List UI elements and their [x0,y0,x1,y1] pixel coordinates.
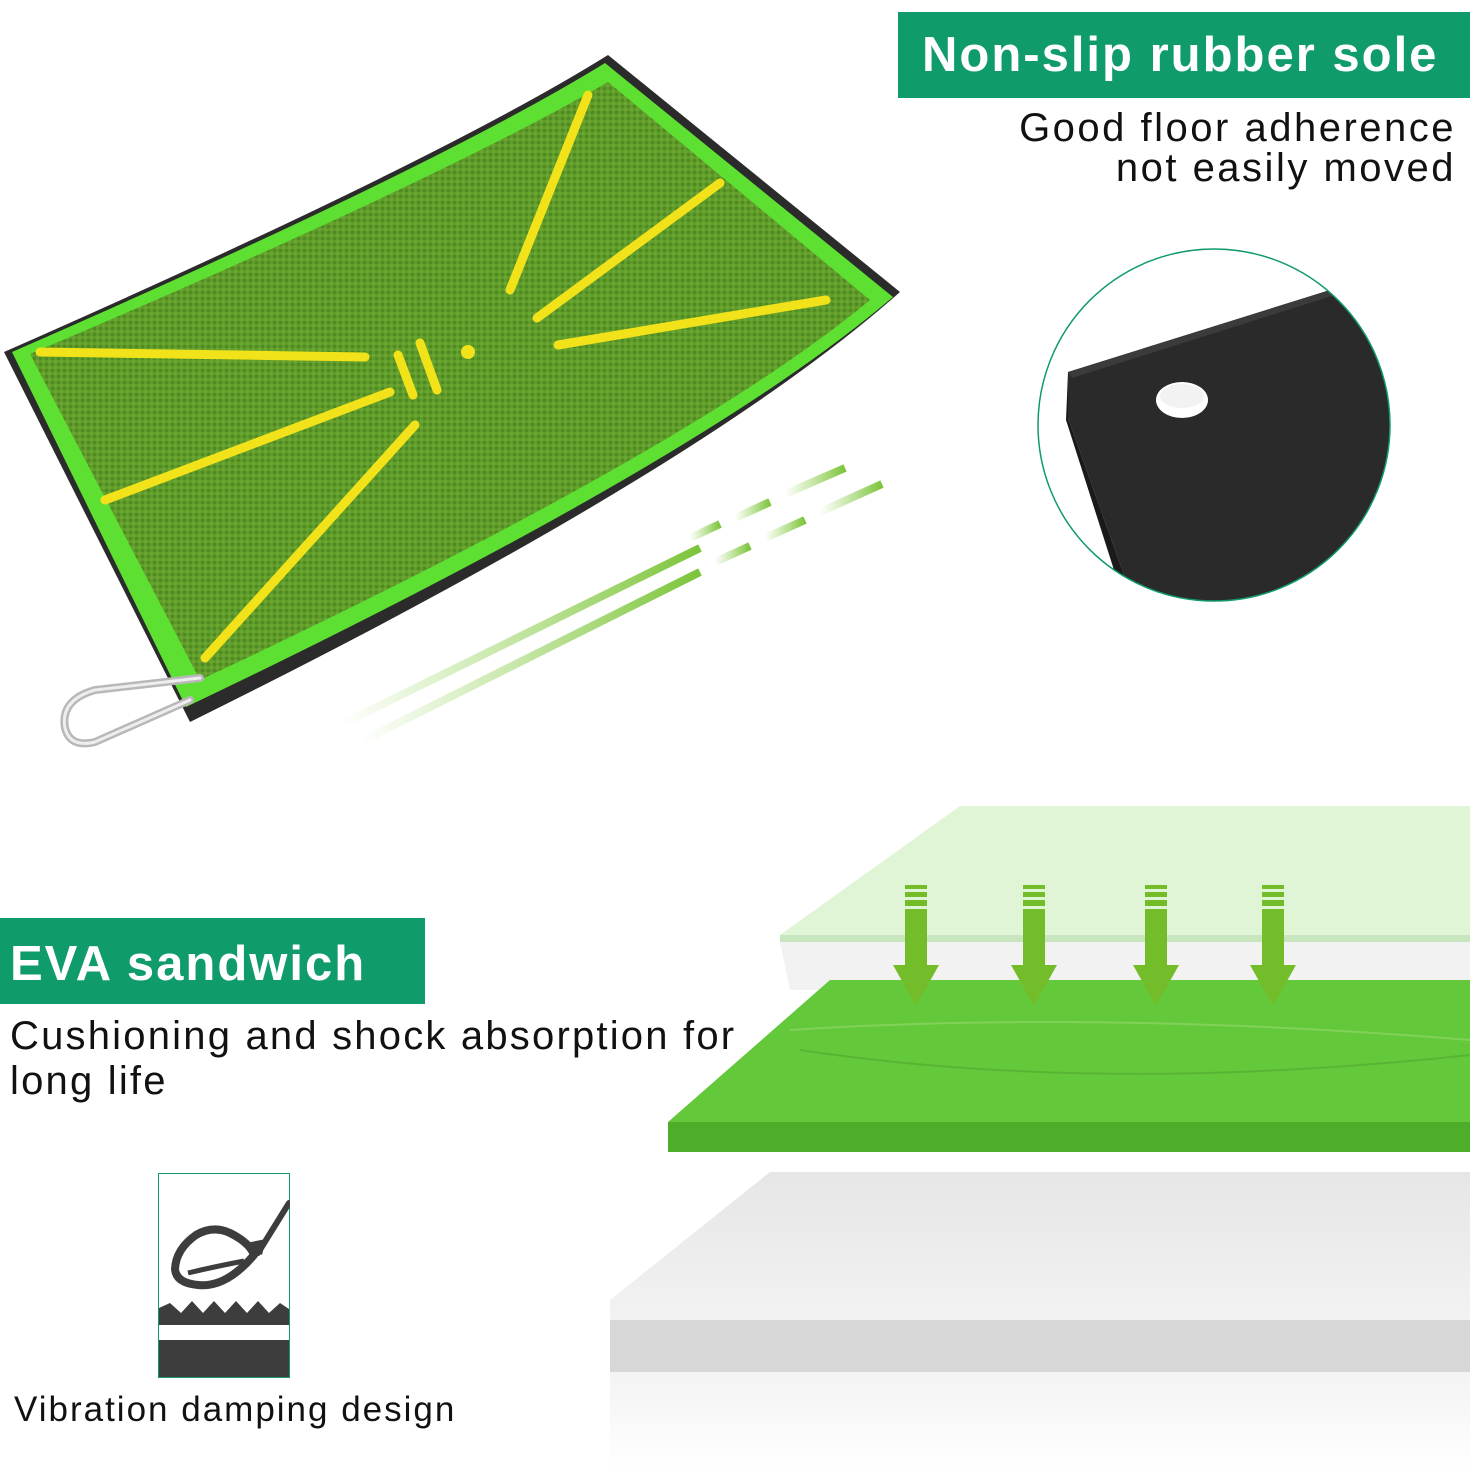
turf-layer [668,980,1470,1122]
golf-club-damping-icon [158,1173,290,1378]
rubber-sole-title: Non-slip rubber sole [922,28,1439,82]
motion-streaks [338,464,884,746]
eva-line-1: Cushioning and shock absorption for [10,1014,737,1058]
eva-layers-diagram [610,806,1470,1470]
turf-layer-front [668,1122,1470,1152]
eva-line-2: long life [10,1059,168,1103]
rubber-sole-banner: Non-slip rubber sole [898,12,1470,98]
base-layer [610,1172,1470,1320]
carabiner-icon [60,674,204,748]
eva-description: Cushioning and shock absorption for long… [10,1014,790,1104]
down-arrow-icon [1250,885,1296,1006]
top-translucent-layer [780,806,1470,935]
rubber-sole-line-1: Good floor adherence [1019,106,1456,150]
down-arrow-icon [1011,885,1057,1006]
rubber-sole-closeup [1037,248,1391,602]
eva-title: EVA sandwich [10,937,367,991]
mat-guide-lines [35,90,831,663]
closeup-outline [1037,248,1391,602]
rubber-sole-description: Good floor adherence not easily moved [856,108,1456,188]
down-arrow-icon [893,885,939,1006]
rubber-sole-face [1068,290,1390,601]
eva-banner: EVA sandwich [0,918,425,1004]
rubber-sole-line-2: not easily moved [1115,146,1456,190]
mat-ball-marker [461,345,475,359]
base-layer-front [610,1320,1470,1372]
down-arrow-icon [1133,885,1179,1006]
pressure-arrows [893,885,1296,1006]
golf-mat-illustration [4,55,900,748]
vibration-label: Vibration damping design [14,1390,457,1429]
